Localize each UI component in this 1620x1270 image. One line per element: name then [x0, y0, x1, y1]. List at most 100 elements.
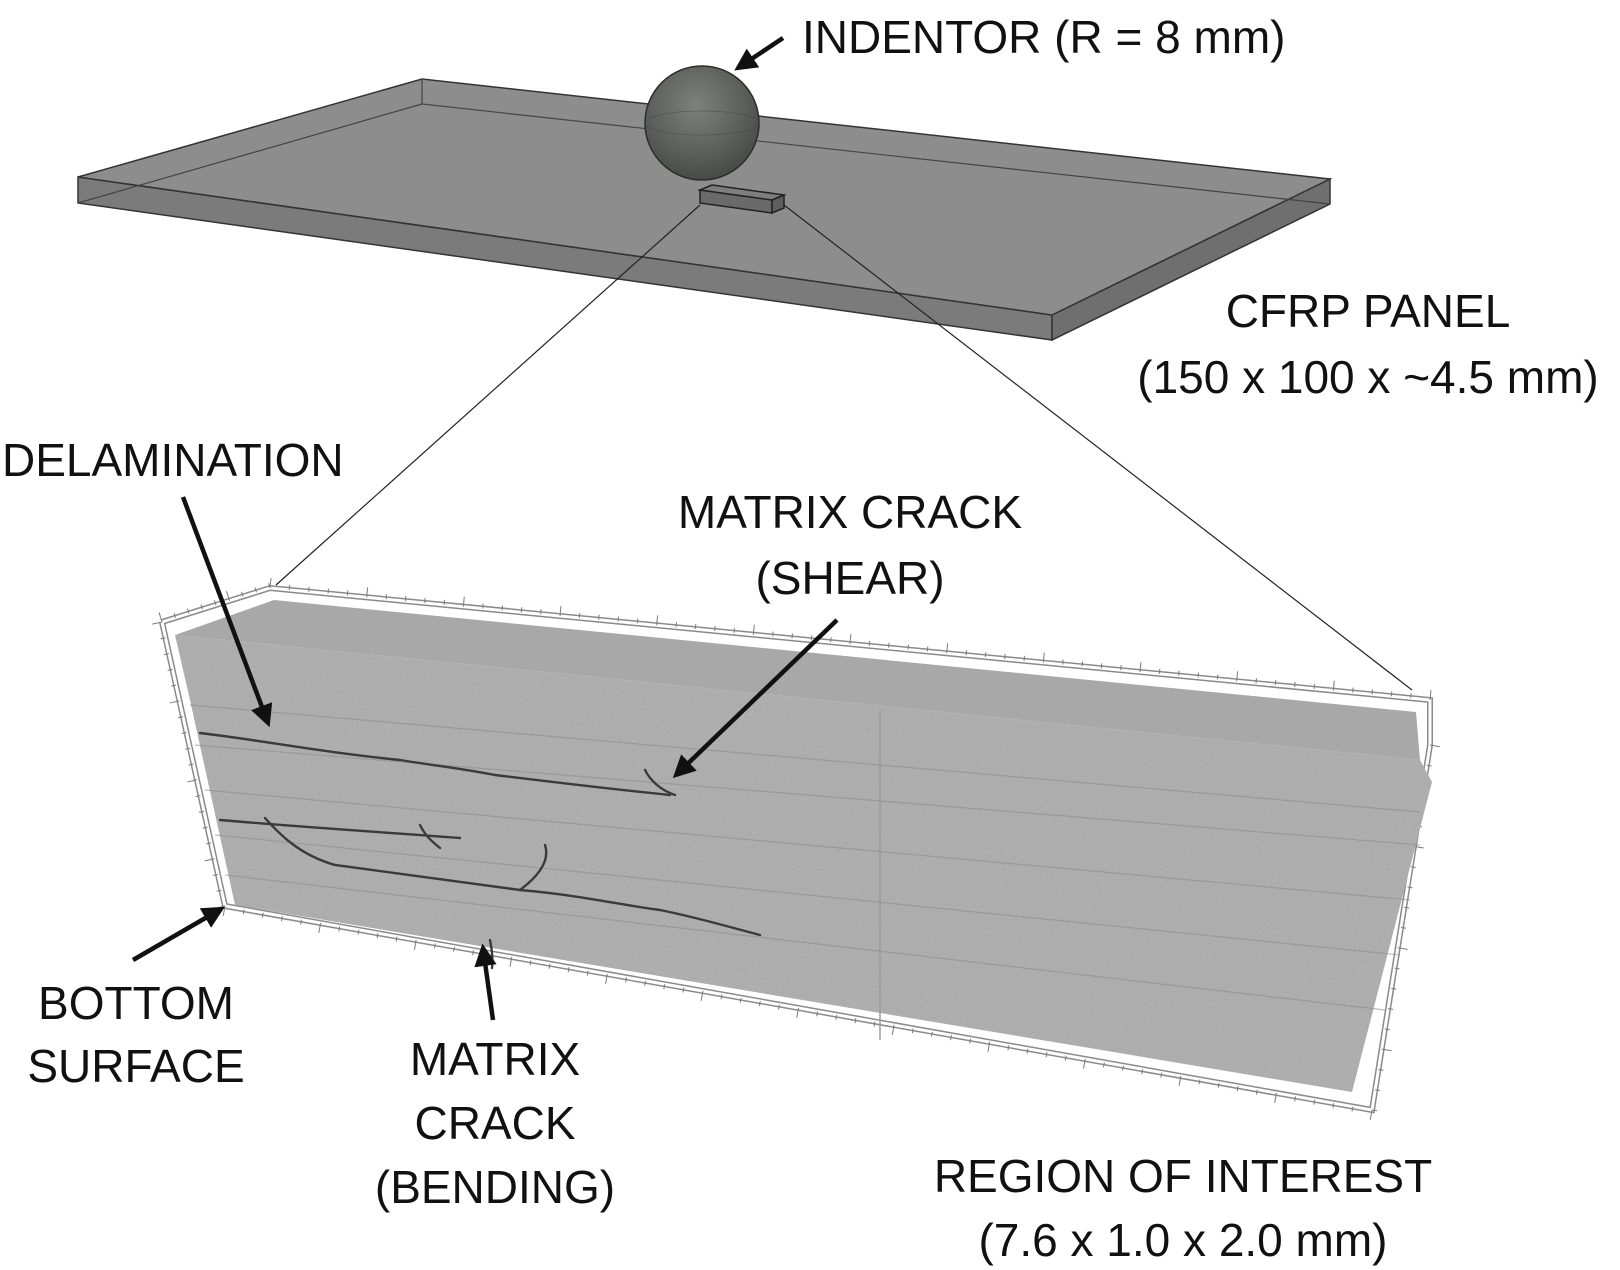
ruler-tick — [1332, 680, 1335, 691]
ruler-tick — [185, 747, 191, 750]
ruler-tick — [357, 929, 360, 935]
ruler-tick — [187, 779, 198, 783]
ruler-tick — [1313, 1099, 1316, 1105]
label-bottom-surface-2: SURFACE — [27, 1040, 244, 1092]
ruler-tick — [178, 716, 184, 719]
ruler-tick — [213, 873, 219, 877]
ruler-tick — [1388, 1008, 1394, 1010]
ruler-tick — [152, 621, 163, 625]
labels: INDENTOR (R = 8 mm) CFRP PANEL (150 x 10… — [2, 11, 1599, 1266]
ruler-tick — [158, 612, 163, 623]
ruler-tick — [453, 946, 455, 952]
ruler-tick — [656, 615, 659, 626]
ruler-tick — [188, 763, 194, 766]
ruler-tick — [169, 700, 180, 704]
label-region-of-interest: REGION OF INTEREST — [934, 1150, 1432, 1202]
ruler-tick — [164, 653, 170, 656]
arrow-matrix-crack-shear — [672, 618, 839, 779]
ruler-tick — [1404, 906, 1410, 909]
ruler-tick — [1429, 689, 1432, 701]
ruler-tick — [280, 916, 283, 922]
ruler-tick — [1042, 652, 1045, 663]
ruler-tick — [395, 936, 398, 942]
ruler-tick — [167, 668, 173, 671]
label-matrix-crack-bending: MATRIX — [410, 1033, 580, 1085]
ruler-tick — [366, 587, 369, 598]
label-cfrp-panel-dims: (150 x 100 x ~4.5 mm) — [1137, 351, 1598, 403]
ruler-tick — [891, 1024, 895, 1035]
indentor-sphere — [644, 65, 760, 181]
ruler-tick — [1413, 845, 1424, 849]
ruler-tick — [625, 977, 627, 983]
ruler-tick — [849, 633, 852, 645]
ruler-tick — [216, 889, 222, 892]
ruler-tick — [835, 1014, 838, 1020]
ruler-tick — [1122, 1065, 1124, 1071]
ruler-tick — [204, 858, 215, 862]
ruler-tick — [1294, 1096, 1297, 1102]
ruler-tick — [187, 608, 190, 614]
ruler-tick — [1274, 1092, 1277, 1103]
label-cfrp-panel: CFRP PANEL — [1226, 285, 1511, 337]
ruler-tick — [816, 1011, 819, 1017]
label-matrix-crack-shear-type: (SHEAR) — [755, 552, 944, 604]
ruler-tick — [778, 1004, 780, 1010]
ruler-tick — [1369, 1109, 1373, 1120]
ruler-tick — [472, 950, 475, 956]
roi-damage-features — [198, 731, 762, 970]
ruler-tick — [1141, 1069, 1144, 1075]
label-matrix-crack-shear: MATRIX CRACK — [678, 486, 1022, 538]
ruler-tick — [586, 970, 589, 976]
ruler-tick — [1426, 764, 1432, 767]
ruler-tick — [376, 933, 379, 939]
ruler-tick — [1391, 987, 1397, 990]
arrow-bottom-surface — [131, 906, 225, 962]
label-matrix-crack-bending-2: CRACK — [414, 1097, 575, 1149]
ruler-tick — [605, 973, 608, 984]
ruler-tick — [1198, 1079, 1201, 1085]
ruler-tick — [1139, 661, 1142, 673]
ruler-tick — [1255, 1089, 1258, 1095]
ruler-tick — [268, 583, 271, 589]
ruler-tick — [1332, 1103, 1335, 1109]
ruler-tick — [300, 919, 302, 925]
ruler-tick — [1160, 1072, 1163, 1078]
roi-ruler-ticks — [152, 577, 1440, 1120]
ruler-tick — [1102, 1062, 1105, 1068]
ruler-tick — [911, 1028, 914, 1034]
ruler-tick — [261, 912, 264, 918]
ruler-tick — [160, 637, 166, 640]
ruler-tick — [1064, 1055, 1067, 1061]
ruler-tick — [254, 587, 257, 593]
ruler-tick — [1217, 1082, 1220, 1088]
ruler-tick — [796, 1007, 799, 1018]
roi-volume — [152, 577, 1440, 1120]
ruler-tick — [969, 1038, 972, 1044]
ruler-tick — [946, 643, 949, 654]
roi-marker-box — [697, 184, 787, 215]
arrow-delamination — [180, 496, 273, 728]
ruler-tick — [206, 842, 212, 845]
ruler-tick — [1384, 1028, 1390, 1031]
arrow-indentor — [734, 36, 785, 71]
ruler-tick — [1026, 1048, 1029, 1054]
ruler-tick — [462, 596, 465, 607]
ruler-tick — [202, 826, 208, 829]
ruler-tick — [1236, 1086, 1239, 1092]
ruler-tick — [1429, 744, 1440, 748]
ruler-tick — [226, 591, 230, 601]
ruler-tick — [720, 994, 723, 1000]
ruler-tick — [1371, 1109, 1378, 1112]
ruler-tick — [1381, 1048, 1392, 1052]
ruler-tick — [269, 577, 272, 589]
label-delamination: DELAMINATION — [2, 434, 344, 486]
roi-front-face — [175, 635, 1432, 1092]
ruler-tick — [1394, 967, 1400, 970]
annotation-arrows — [131, 36, 839, 1021]
ruler-tick — [433, 943, 436, 949]
ruler-tick — [338, 926, 341, 932]
ruler-tick — [1045, 1052, 1048, 1058]
arrow-matrix-crack-bending — [474, 943, 497, 1021]
ruler-tick — [1407, 886, 1413, 889]
